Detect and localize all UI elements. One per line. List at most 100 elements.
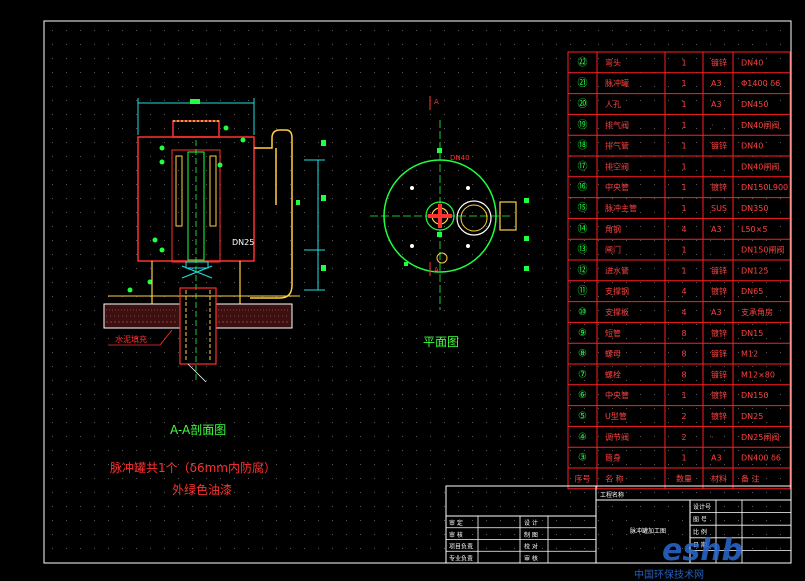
- table-cell-no: ㉒: [578, 56, 588, 68]
- table-cell-material: A3: [711, 454, 722, 463]
- table-cell-note: M12×80: [741, 370, 775, 379]
- table-cell-no: ⑱: [578, 140, 588, 152]
- title-block-label-left: 专业负责: [449, 554, 473, 562]
- table-cell-material: 镀锌: [711, 141, 727, 151]
- table-cell-no: ③: [578, 453, 587, 464]
- title-block-label-right: 比 例: [693, 528, 707, 536]
- table-cell-name: 支撑钢: [605, 286, 629, 296]
- watermark-text: 中国环保技术网: [634, 568, 704, 581]
- table-cell-no: ⑥: [578, 390, 587, 401]
- table-cell-name: 支撑板: [605, 307, 629, 317]
- table-cell-qty: 1: [681, 162, 686, 171]
- section-caption: A-A剖面图: [170, 423, 226, 437]
- table-cell-note: DN125: [741, 266, 768, 275]
- table-cell-name: 弯头: [605, 57, 621, 67]
- table-cell-note: DN450: [741, 100, 768, 109]
- table-cell-no: ⑩: [578, 307, 587, 318]
- table-cell-material: 镀锌: [711, 390, 727, 400]
- table-cell-material: SUS: [711, 204, 727, 213]
- table-cell-material: A3: [711, 225, 722, 234]
- table-cell-name: 脉冲主管: [605, 203, 637, 213]
- drawing-title: 脉冲罐加工图: [630, 527, 666, 535]
- title-block-label-mid: 审 核: [524, 554, 538, 562]
- drawing-frame: [43, 20, 792, 564]
- watermark: eshb 中国环保技术网: [634, 533, 743, 581]
- table-cell-note: DN150: [741, 391, 768, 400]
- table-cell-material: 镀锌: [711, 57, 727, 67]
- table-cell-qty: 8: [681, 350, 686, 359]
- table-cell-qty: 1: [681, 204, 686, 213]
- concrete-label: 水泥填充: [115, 334, 147, 344]
- parts-table-header: 序号名 称数量材料备 注: [575, 473, 760, 483]
- table-cell-no: ⑭: [578, 223, 588, 235]
- table-cell-note: DN25闸阀: [741, 433, 779, 442]
- table-cell-name: 脉冲罐: [605, 78, 629, 88]
- dn25-label: DN25: [232, 238, 254, 247]
- plan-view: A A DN40 平面图: [370, 96, 529, 349]
- title-block-label-left: 项目负责: [449, 543, 473, 551]
- table-cell-qty: 1: [681, 142, 686, 151]
- table-cell-no: ⑬: [578, 244, 588, 256]
- table-cell-note: M12: [741, 350, 758, 359]
- table-cell-qty: 8: [681, 329, 686, 338]
- title-block-label-mid: 制 图: [524, 531, 538, 539]
- table-cell-qty: 1: [681, 454, 686, 463]
- table-cell-material: 镀锌: [711, 286, 727, 296]
- table-cell-name: 闸门: [605, 245, 621, 255]
- note-line-2: 外绿色油漆: [172, 482, 232, 497]
- table-cell-name: 排气阀: [605, 120, 629, 130]
- title-block-label-right: 设计号: [693, 503, 711, 511]
- table-cell-name: 短管: [605, 328, 621, 338]
- table-cell-note: 支承角房: [741, 307, 773, 317]
- table-cell-qty: 1: [681, 266, 686, 275]
- table-cell-name: 排空阀: [605, 161, 629, 171]
- table-cell-no: ⑰: [578, 160, 588, 172]
- table-cell-material: ·: [711, 121, 714, 130]
- table-cell-note: 备 注: [741, 473, 760, 483]
- table-cell-no: ⑤: [578, 411, 587, 422]
- table-cell-material: A3: [711, 100, 722, 109]
- table-cell-material: A3: [711, 79, 722, 88]
- table-cell-qty: 2: [681, 412, 686, 421]
- table-cell-qty: 数量: [676, 473, 692, 483]
- table-cell-material: A3: [711, 308, 722, 317]
- table-cell-no: ⑨: [578, 328, 587, 339]
- table-cell-no: ④: [578, 432, 587, 443]
- table-cell-name: 排气管: [605, 141, 629, 151]
- table-cell-material: ·: [711, 433, 714, 442]
- note-line-1: 脉冲罐共1个（δ6mm内防腐）: [110, 460, 276, 475]
- table-cell-qty: 1: [681, 391, 686, 400]
- table-cell-name: 筒身: [605, 453, 621, 463]
- table-cell-material: 镀锌: [711, 182, 727, 192]
- table-cell-qty: 1: [681, 246, 686, 255]
- title-block-label-right: 日 期: [693, 541, 707, 549]
- parts-table-border: [567, 51, 791, 490]
- table-cell-material: 镀锌: [711, 411, 727, 421]
- center-pipe-ring: [425, 201, 455, 231]
- table-cell-qty: 4: [681, 308, 686, 317]
- title-block-label-left: 审 核: [449, 531, 463, 539]
- section-mark-bottom: A: [434, 266, 439, 274]
- table-cell-no: 序号: [575, 473, 591, 483]
- table-cell-material: 材料: [711, 473, 727, 483]
- table-cell-no: ⑫: [578, 264, 588, 276]
- table-cell-name: 进水管: [605, 265, 629, 275]
- section-view: DN25 水泥填充 A-A剖面图: [103, 98, 326, 437]
